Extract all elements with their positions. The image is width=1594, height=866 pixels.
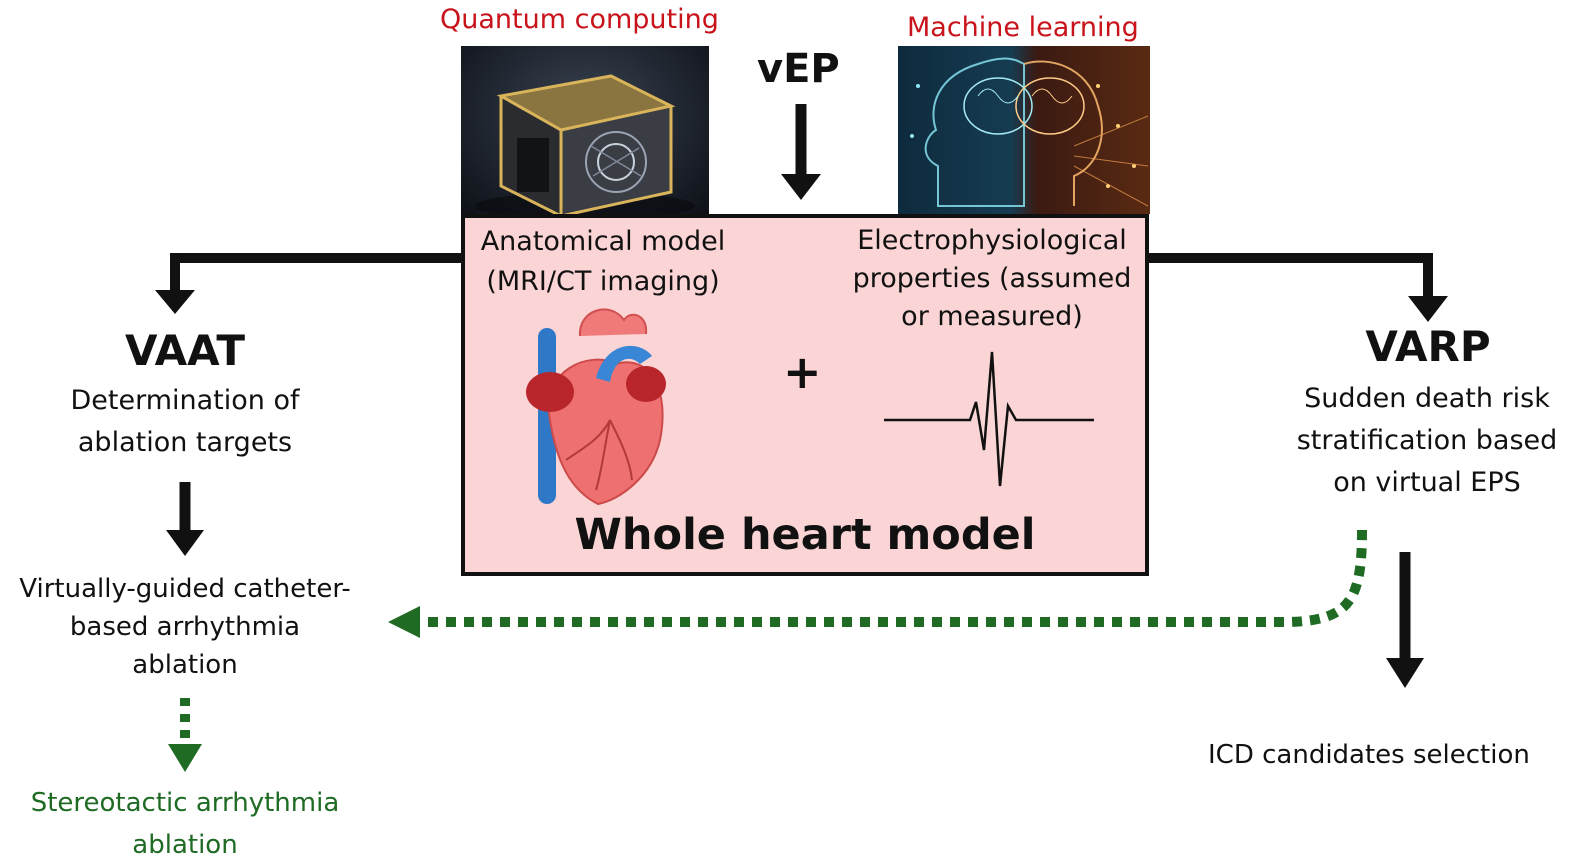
anatomical-line-2: (MRI/CT imaging) (486, 266, 720, 297)
vaat-description: Determination of ablation targets (30, 380, 340, 464)
vaat-desc-line-1: Determination of (70, 385, 300, 416)
quantum-computing-label: Quantum computing (440, 4, 719, 35)
left-connector-line (170, 253, 461, 292)
quantum-cube-icon (475, 74, 695, 214)
icd-candidates-selection-text: ICD candidates selection (1208, 740, 1530, 770)
quantum-computer-image (461, 46, 709, 214)
varp-desc-line-2: stratification based (1296, 425, 1558, 456)
vaat-desc-line-2: ablation targets (77, 427, 293, 458)
varp-desc-line-3: on virtual EPS (1333, 467, 1521, 498)
vep-label: vEP (757, 46, 840, 92)
whole-heart-model-title: Whole heart model (574, 510, 1036, 560)
vep-arrowhead (781, 174, 821, 200)
electrophysiological-label: Electrophysiological properties (assumed… (842, 222, 1142, 336)
ai-brain-head-icon (910, 57, 1149, 207)
varp-heading: VARP (1365, 322, 1491, 371)
plus-symbol: + (783, 345, 822, 399)
guided-line-1: Virtually-guided catheter- (19, 574, 351, 604)
machine-learning-label: Machine learning (907, 12, 1139, 43)
right-connector-line (1149, 253, 1433, 298)
green-dashed-connector (420, 529, 1367, 627)
green-dashed-arrowhead (388, 606, 420, 638)
green-down-arrowhead (168, 744, 202, 772)
virtually-guided-ablation-text: Virtually-guided catheter- based arrhyth… (0, 570, 370, 684)
varp-description: Sudden death risk stratification based o… (1262, 378, 1592, 504)
heart-icon (526, 308, 666, 506)
ecg-waveform-icon (884, 351, 1094, 487)
guided-line-3: ablation (132, 650, 238, 680)
vaat-down-arrowhead (166, 530, 204, 556)
right-connector-arrowhead (1408, 296, 1448, 322)
machine-learning-image (898, 46, 1150, 214)
stereo-line-1: Stereotactic arrhythmia (30, 788, 340, 818)
stereotactic-ablation-text: Stereotactic arrhythmia ablation (0, 782, 370, 866)
guided-line-2: based arrhythmia (69, 612, 301, 642)
anatomical-line-1: Anatomical model (480, 226, 726, 257)
vaat-heading: VAAT (124, 326, 246, 375)
electro-line-2: properties (assumed (852, 263, 1132, 294)
stereo-line-2: ablation (132, 830, 238, 860)
left-connector-arrowhead (155, 290, 195, 314)
electro-line-3: or measured) (901, 301, 1083, 332)
varp-down-arrowhead (1386, 658, 1424, 688)
varp-desc-line-1: Sudden death risk (1304, 383, 1550, 414)
anatomical-model-label: Anatomical model (MRI/CT imaging) (468, 222, 738, 302)
electro-line-1: Electrophysiological (857, 225, 1127, 256)
